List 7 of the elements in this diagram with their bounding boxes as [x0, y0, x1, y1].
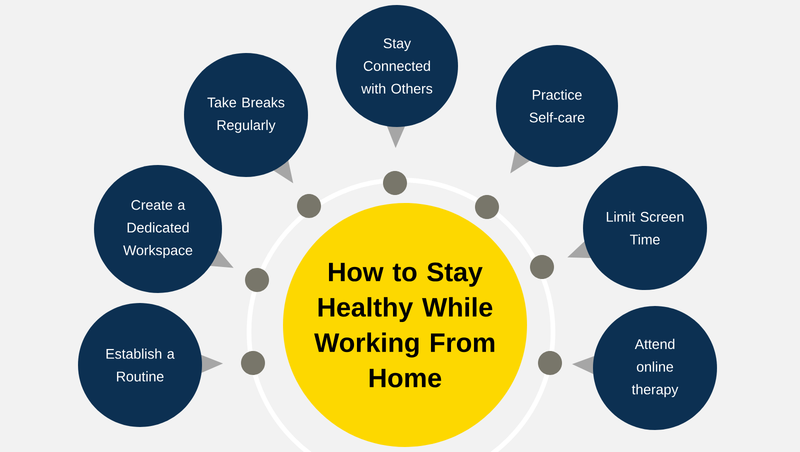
speech-bubble: Stay Connected with Others [336, 5, 458, 148]
speech-bubble: Attend online therapy [572, 306, 717, 430]
speech-bubble: Practice Self-care [496, 45, 618, 174]
speech-bubble: Take Breaks Regularly [184, 53, 308, 184]
speech-bubble: Limit Screen Time [567, 166, 707, 290]
speech-bubble: Establish a Routine [78, 303, 223, 427]
speech-bubble: Create a Dedicated Workspace [94, 165, 234, 293]
